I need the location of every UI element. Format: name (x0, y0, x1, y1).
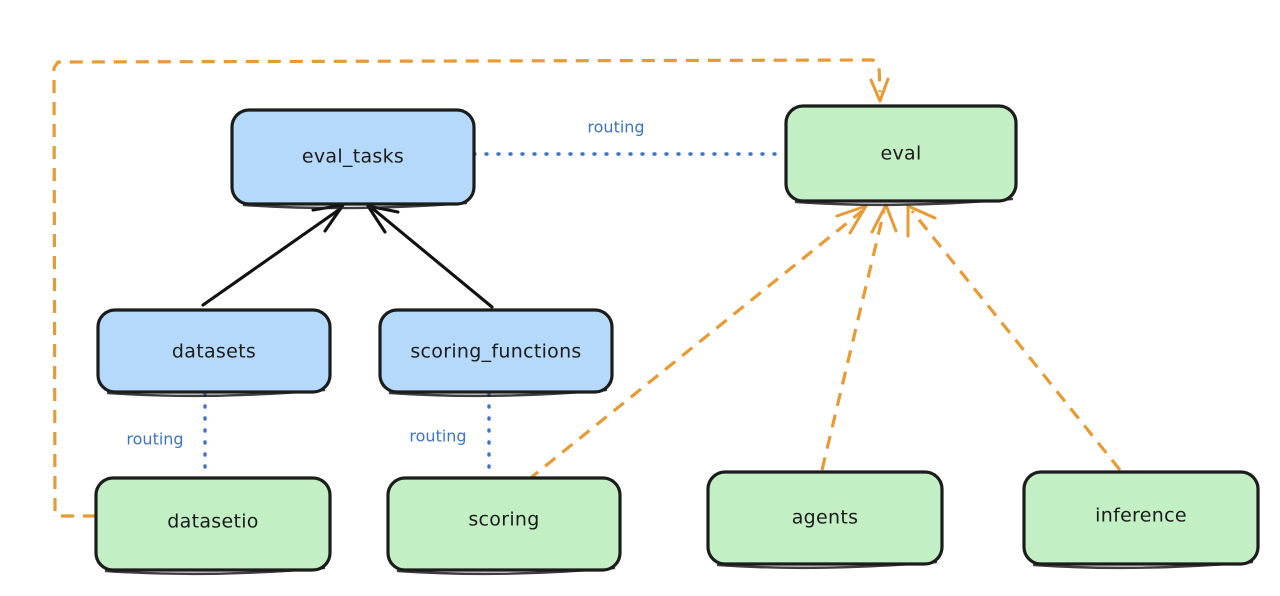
edge-scoring_functions-eval_tasks (366, 204, 494, 309)
node-agents-box[interactable] (706, 470, 944, 566)
arrowhead-scoring-eval (835, 204, 868, 235)
node-eval-tasks-box[interactable] (230, 108, 476, 206)
node-eval[interactable]: eval (784, 104, 1018, 207)
arrowhead-scoring_functions-eval_tasks (366, 204, 400, 234)
node-datasetio-box[interactable] (94, 476, 332, 572)
edge-label-routing-eval: routing (587, 118, 644, 137)
node-agents-label: agents (792, 507, 859, 529)
node-eval-tasks[interactable]: eval_tasks (230, 108, 476, 210)
node-inference-box[interactable] (1022, 470, 1260, 566)
edge-scoring-eval (526, 204, 868, 482)
edge-label-routing-scoring: routing (409, 427, 466, 446)
node-inference-label: inference (1095, 505, 1187, 527)
edge-label-routing-datasetio: routing (126, 430, 183, 449)
edge-datasetio-eval (52, 58, 890, 518)
node-scoring[interactable]: scoring (386, 476, 622, 576)
node-scoring-label: scoring (468, 509, 539, 531)
node-inference[interactable]: inference (1022, 470, 1260, 570)
node-scoring-functions[interactable]: scoring_functions (378, 308, 614, 398)
arrowhead-agents-eval (870, 203, 898, 234)
node-datasetio-label: datasetio (167, 511, 258, 533)
node-agents[interactable]: agents (706, 470, 944, 570)
node-scoring-functions-label: scoring_functions (410, 341, 581, 363)
edge-agents-eval (820, 203, 898, 471)
node-scoring-functions-box[interactable] (378, 308, 614, 394)
node-scoring-box[interactable] (386, 476, 622, 572)
node-eval-tasks-label: eval_tasks (302, 146, 404, 168)
node-eval-label: eval (880, 143, 921, 165)
node-datasets-box[interactable] (96, 308, 332, 394)
node-datasets-label: datasets (172, 341, 256, 363)
node-layer: eval_tasks eval datasets scoring_functio… (94, 104, 1260, 576)
node-datasets[interactable]: datasets (96, 308, 332, 398)
edge-layer (52, 58, 1122, 518)
arrowhead-datasetio-eval (869, 77, 890, 103)
node-eval-box[interactable] (784, 104, 1018, 203)
node-datasetio[interactable]: datasetio (94, 476, 332, 576)
arrowhead-inference-eval (906, 204, 937, 238)
edge-inference-eval (906, 204, 1122, 472)
edge-datasets-eval_tasks (201, 203, 345, 307)
edge-label-layer: routing routing routing (126, 118, 644, 449)
